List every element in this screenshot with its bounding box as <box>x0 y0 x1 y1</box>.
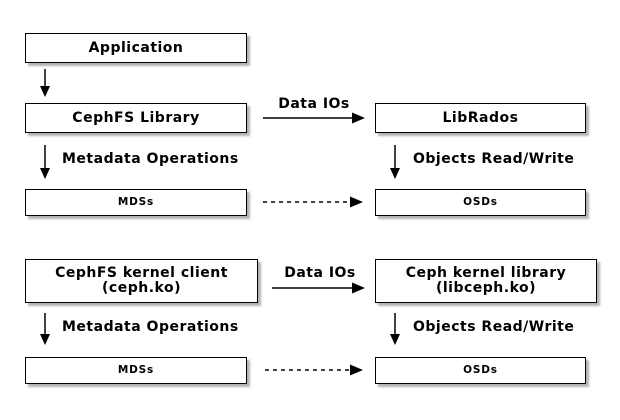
arrow-objects-read-write-bottom <box>390 313 400 345</box>
edge-label-data-ios-bottom: Data IOs <box>284 265 356 281</box>
node-cephfs-kernel-client-line2: (ceph.ko) <box>102 280 181 296</box>
node-application-label: Application <box>88 39 184 56</box>
node-osds-bottom-label: OSDs <box>463 364 498 376</box>
node-ceph-kernel-library-line2: (libceph.ko) <box>435 280 537 296</box>
node-cephfs-library: CephFS Library <box>25 103 247 133</box>
node-osds-bottom: OSDs <box>375 357 586 384</box>
node-cephfs-kernel-client-line1: CephFS kernel client <box>55 265 228 281</box>
node-cephfs-library-label: CephFS Library <box>72 109 200 126</box>
node-application: Application <box>25 33 247 63</box>
edge-label-objects-read-write-bottom: Objects Read/Write <box>413 319 575 335</box>
edge-label-data-ios-top: Data IOs <box>278 96 350 112</box>
node-mdss-top: MDSs <box>25 189 247 216</box>
node-ceph-kernel-library-line1: Ceph kernel library <box>405 265 567 281</box>
node-ceph-kernel-library: Ceph kernel library (libceph.ko) <box>375 259 597 303</box>
node-mdss-bottom-label: MDSs <box>117 364 155 376</box>
node-osds-top: OSDs <box>375 189 586 216</box>
edge-label-metadata-operations-top: Metadata Operations <box>62 151 239 167</box>
arrow-mdss-to-osds-bottom <box>265 364 363 376</box>
arrow-data-ios-top <box>263 112 365 124</box>
node-mdss-bottom: MDSs <box>25 357 247 384</box>
arrow-application-to-cephfs-library <box>40 69 50 97</box>
arrow-objects-read-write-top <box>390 145 400 179</box>
node-osds-top-label: OSDs <box>463 196 498 208</box>
node-mdss-top-label: MDSs <box>117 196 155 208</box>
arrow-metadata-operations-bottom <box>40 313 50 345</box>
arrow-mdss-to-osds-top <box>263 196 363 208</box>
arrow-metadata-operations-top <box>40 145 50 179</box>
node-librados-label: LibRados <box>442 109 519 126</box>
arrow-data-ios-bottom <box>272 282 365 294</box>
node-librados: LibRados <box>375 103 586 133</box>
edge-label-objects-read-write-top: Objects Read/Write <box>413 151 575 167</box>
edge-label-metadata-operations-bottom: Metadata Operations <box>62 319 239 335</box>
node-cephfs-kernel-client: CephFS kernel client (ceph.ko) <box>25 259 258 303</box>
